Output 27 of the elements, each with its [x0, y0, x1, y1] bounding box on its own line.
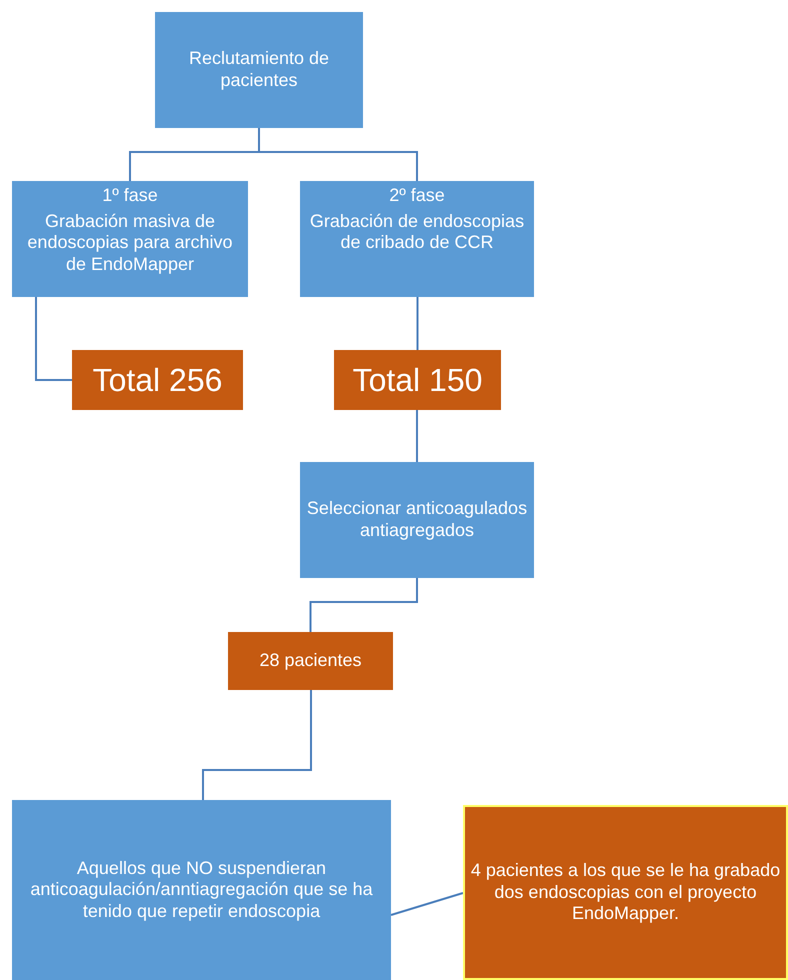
process-box	[155, 12, 363, 128]
phase-heading: 2º fase	[389, 185, 445, 207]
box-text: 28 pacientes	[259, 650, 362, 672]
count-box	[228, 632, 393, 690]
count-box	[334, 350, 501, 410]
connector-line	[310, 578, 418, 632]
count-box	[72, 350, 243, 410]
process-box	[12, 181, 248, 297]
note-box	[463, 805, 788, 980]
connector-line	[416, 297, 418, 350]
box-text: Total 150	[352, 360, 482, 400]
process-box	[300, 462, 534, 578]
box-text: Grabación masiva de endoscopias para archivo de EndoMapper	[26, 210, 234, 276]
box-text: Seleccionar anticoagulados antiagregados	[306, 498, 528, 542]
phase-heading: 1º fase	[102, 185, 158, 207]
connector-line	[390, 892, 464, 916]
process-box	[300, 181, 534, 297]
connector-line	[202, 690, 312, 800]
box-text: Grabación de endoscopias de cribado de CCR	[308, 210, 526, 254]
box-text: Total 256	[92, 360, 222, 400]
process-box	[12, 800, 391, 980]
box-text: 4 pacientes a los que se le ha grabado dos endoscopias con el proyecto EndoMapper.	[470, 860, 782, 925]
connector-line	[416, 410, 418, 462]
box-text: Aquellos que NO suspendieran anticoagulación/anntiagregación que se ha tenido que repetir endoscopia	[29, 858, 374, 922]
box-text: Reclutamiento de pacientes	[188, 48, 330, 92]
connector-line	[35, 297, 72, 381]
connector-line	[258, 128, 418, 181]
